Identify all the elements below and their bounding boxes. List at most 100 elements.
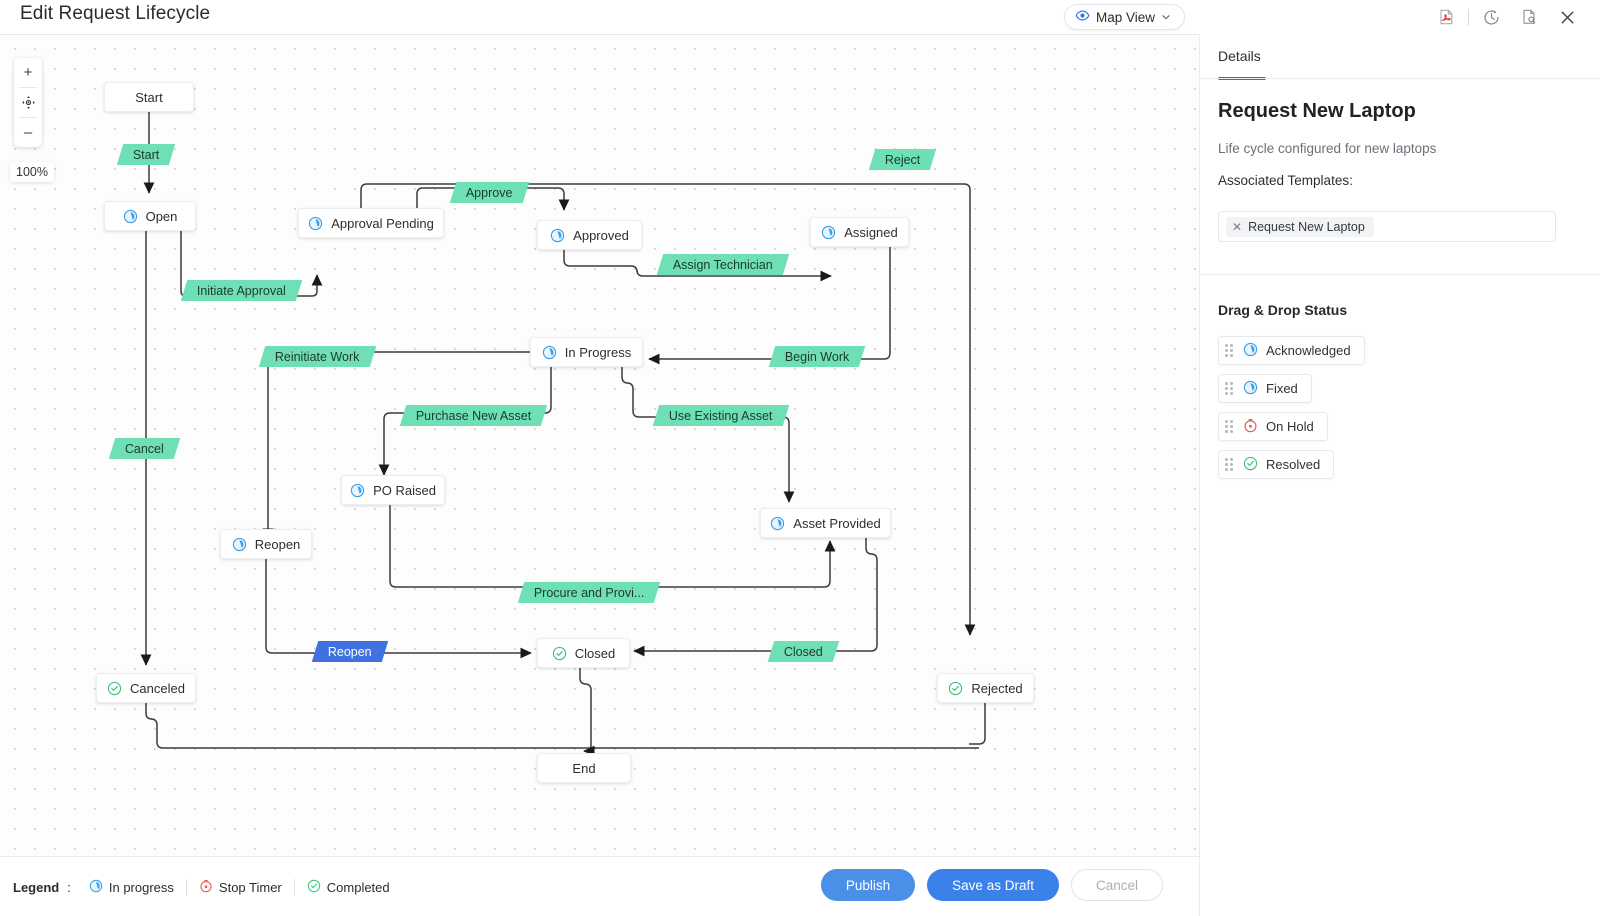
status-row-acknowledged[interactable]: Acknowledged bbox=[1218, 336, 1365, 365]
history-clock-icon[interactable] bbox=[1472, 4, 1510, 30]
transition-t-assign-tech[interactable]: Assign Technician bbox=[656, 254, 790, 275]
node-label: Approval Pending bbox=[331, 215, 434, 231]
node-label: End bbox=[572, 760, 596, 776]
node-in-progress[interactable]: In Progress bbox=[530, 337, 643, 367]
zoom-divider bbox=[19, 87, 37, 88]
completed-icon bbox=[552, 646, 567, 661]
node-open[interactable]: Open bbox=[104, 201, 196, 231]
in-progress-icon bbox=[822, 225, 836, 239]
transition-t-purchase[interactable]: Purchase New Asset bbox=[399, 405, 548, 426]
zoom-out-button[interactable]: – bbox=[23, 124, 33, 141]
transition-label: Initiate Approval bbox=[197, 283, 286, 298]
drag-drop-status-label: Drag & Drop Status bbox=[1218, 302, 1348, 318]
transition-t-reinitiate[interactable]: Reinitiate Work bbox=[258, 346, 376, 367]
pdf-export-icon[interactable] bbox=[1427, 4, 1465, 30]
template-chip-label: Request New Laptop bbox=[1248, 219, 1365, 234]
status-label: On Hold bbox=[1266, 419, 1314, 434]
status-label: Acknowledged bbox=[1266, 343, 1351, 358]
map-view-label: Map View bbox=[1096, 9, 1156, 25]
transition-label: Procure and Provi... bbox=[534, 585, 645, 600]
status-label: Fixed bbox=[1266, 381, 1298, 396]
transition-t-start[interactable]: Start bbox=[116, 144, 176, 165]
node-approved[interactable]: Approved bbox=[537, 220, 642, 250]
transition-label: Reinitiate Work bbox=[275, 349, 360, 364]
status-row-fixed[interactable]: Fixed bbox=[1218, 374, 1312, 403]
in-progress-icon bbox=[1243, 380, 1258, 398]
edge-layer bbox=[140, 112, 986, 757]
save-as-draft-button[interactable]: Save as Draft bbox=[927, 869, 1059, 901]
node-label: PO Raised bbox=[373, 482, 436, 498]
node-canceled[interactable]: Canceled bbox=[96, 673, 196, 703]
in-progress-icon bbox=[232, 537, 246, 551]
tab-details[interactable]: Details bbox=[1218, 48, 1261, 64]
in-progress-icon bbox=[350, 483, 365, 498]
template-chip[interactable]: ✕ Request New Laptop bbox=[1226, 216, 1374, 237]
drag-handle-icon[interactable] bbox=[1225, 458, 1234, 471]
drag-handle-icon[interactable] bbox=[1225, 382, 1234, 395]
node-reopen[interactable]: Reopen bbox=[220, 529, 312, 559]
node-label: Assigned bbox=[844, 224, 898, 240]
associated-templates-label: Associated Templates: bbox=[1218, 173, 1353, 188]
transition-t-procure[interactable]: Procure and Provi... bbox=[517, 582, 661, 603]
transition-label: Reject bbox=[885, 152, 921, 167]
node-asset-provided[interactable]: Asset Provided bbox=[760, 508, 891, 538]
transition-t-cancel[interactable]: Cancel bbox=[108, 438, 181, 459]
node-approval-pending[interactable]: Approval Pending bbox=[298, 208, 444, 238]
zoom-in-button[interactable]: + bbox=[23, 64, 33, 81]
in-progress-icon bbox=[123, 209, 137, 223]
transition-label: Reopen bbox=[328, 644, 372, 659]
transition-t-reopen[interactable]: Reopen bbox=[311, 641, 389, 662]
in-progress-icon bbox=[89, 879, 103, 892]
transition-label: Use Existing Asset bbox=[669, 408, 773, 423]
close-x-icon[interactable]: ✕ bbox=[1232, 219, 1243, 234]
completed-icon bbox=[552, 646, 566, 660]
lifecycle-canvas[interactable]: + – 100% Start Open Approval Pending App… bbox=[0, 34, 1199, 856]
in-progress-icon bbox=[542, 345, 556, 359]
cancel-button[interactable]: Cancel bbox=[1070, 869, 1163, 901]
publish-button[interactable]: Publish bbox=[820, 869, 916, 901]
node-po-raised[interactable]: PO Raised bbox=[341, 475, 445, 505]
drag-handle-icon[interactable] bbox=[1225, 420, 1234, 433]
legend-item-label: Stop Timer bbox=[218, 879, 282, 895]
details-panel: Details Request New Laptop Life cycle co… bbox=[1199, 34, 1600, 916]
transition-t-begin-work[interactable]: Begin Work bbox=[768, 346, 866, 367]
legend-item-completed: Completed bbox=[295, 879, 402, 896]
zoom-controls[interactable]: + – bbox=[14, 58, 42, 147]
header-divider bbox=[1468, 8, 1469, 26]
transition-t-closed[interactable]: Closed bbox=[767, 641, 840, 662]
zoom-divider-2 bbox=[19, 117, 37, 118]
in-progress-icon bbox=[542, 345, 557, 360]
drag-handle-icon[interactable] bbox=[1225, 344, 1234, 357]
transition-label: Cancel bbox=[125, 441, 164, 456]
node-label: In Progress bbox=[564, 344, 632, 360]
close-icon[interactable] bbox=[1548, 4, 1586, 30]
node-closed[interactable]: Closed bbox=[537, 638, 630, 668]
in-progress-icon bbox=[1243, 380, 1258, 394]
node-start[interactable]: Start bbox=[104, 82, 194, 112]
in-progress-icon bbox=[821, 225, 836, 240]
status-row-on-hold[interactable]: On Hold bbox=[1218, 412, 1328, 441]
transition-label: Begin Work bbox=[785, 349, 850, 364]
node-rejected[interactable]: Rejected bbox=[937, 673, 1034, 703]
stop-timer-icon bbox=[1244, 418, 1257, 432]
in-progress-icon bbox=[308, 216, 323, 231]
transition-t-initiate[interactable]: Initiate Approval bbox=[180, 280, 303, 301]
associated-templates-field[interactable]: ✕ Request New Laptop bbox=[1218, 211, 1556, 242]
template-description: Life cycle configured for new laptops bbox=[1218, 141, 1437, 156]
zoom-level-label: 100% bbox=[10, 162, 54, 182]
node-end[interactable]: End bbox=[537, 753, 631, 783]
in-progress-icon bbox=[771, 516, 785, 530]
map-view-button[interactable]: Map View bbox=[1064, 4, 1186, 30]
target-recenter-icon[interactable] bbox=[14, 88, 42, 117]
canvas-top-border bbox=[0, 34, 1199, 35]
completed-icon bbox=[107, 681, 122, 695]
transition-t-reject[interactable]: Reject bbox=[868, 149, 937, 170]
transition-t-use-existing[interactable]: Use Existing Asset bbox=[652, 405, 789, 426]
document-search-icon[interactable] bbox=[1510, 4, 1548, 30]
transition-t-approve[interactable]: Approve bbox=[449, 182, 529, 203]
transition-label: Assign Technician bbox=[673, 257, 773, 272]
page-title: Edit Request Lifecycle bbox=[20, 3, 211, 24]
node-assigned[interactable]: Assigned bbox=[810, 217, 909, 247]
app-footer: Legend : In progress Stop Timer Complete… bbox=[0, 856, 1199, 916]
status-row-resolved[interactable]: Resolved bbox=[1218, 450, 1335, 479]
